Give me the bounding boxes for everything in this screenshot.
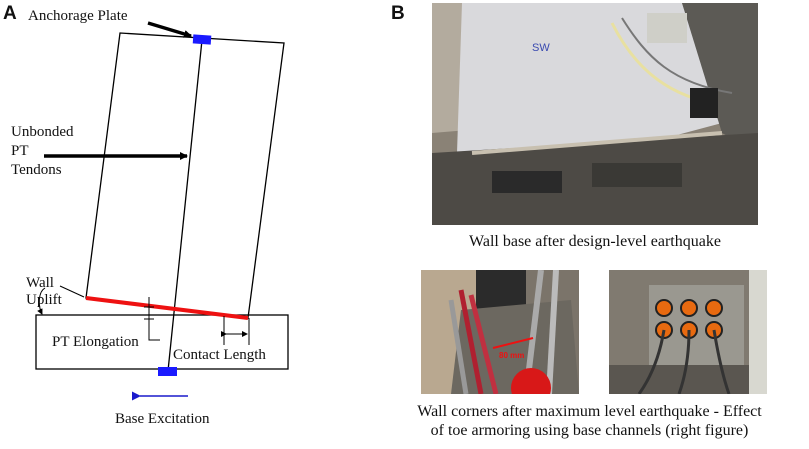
wall-outline — [85, 32, 285, 319]
wall-uplift-label-line-2: Uplift — [26, 292, 62, 308]
rocking-wall-diagram — [35, 21, 289, 401]
contact-length-label: Contact Length — [173, 347, 266, 363]
top-photo-caption: Wall base after design-level earthquake — [469, 233, 721, 250]
bottom-caption-line-1: Wall corners after maximum level earthqu… — [417, 403, 762, 420]
tendons-label: Unbonded PT Tendons — [11, 123, 74, 180]
pt-tendon-line — [167, 39, 203, 372]
wall-uplift-arrow — [37, 287, 46, 315]
tendons-label-line-1: Unbonded — [11, 124, 74, 140]
wall-base-photo: SW — [432, 3, 758, 225]
wall-corner-photo-left: 80 mm — [421, 270, 579, 394]
bottom-photo-caption: Wall corners after maximum level earthqu… — [370, 402, 809, 440]
anchorage-plate-label: Anchorage Plate — [28, 8, 128, 24]
anchorage-plate-arrow — [147, 21, 192, 38]
base-excitation-label: Base Excitation — [115, 411, 210, 427]
wall-corner-photo-right — [609, 270, 767, 394]
top-anchorage-plate — [192, 34, 212, 45]
bottom-caption-line-2: of toe armoring using base channels (rig… — [430, 422, 749, 439]
wall-uplift-label: Wall Uplift — [26, 275, 62, 309]
panel-label-a: A — [3, 3, 17, 24]
wall-uplift-line — [85, 296, 249, 320]
wall-uplift-label-line-1: Wall — [26, 275, 54, 291]
tendons-label-line-2: PT — [11, 143, 29, 159]
bottom-anchorage-plate — [158, 367, 177, 376]
panel-label-b: B — [391, 3, 405, 24]
pt-elongation-leader — [148, 329, 160, 341]
wall-uplift-leader — [59, 285, 85, 298]
measure-label: 80 mm — [499, 351, 524, 360]
wall-marking-text: SW — [532, 42, 550, 54]
pt-elongation-label: PT Elongation — [52, 334, 139, 350]
tendons-label-line-3: Tendons — [11, 162, 62, 178]
